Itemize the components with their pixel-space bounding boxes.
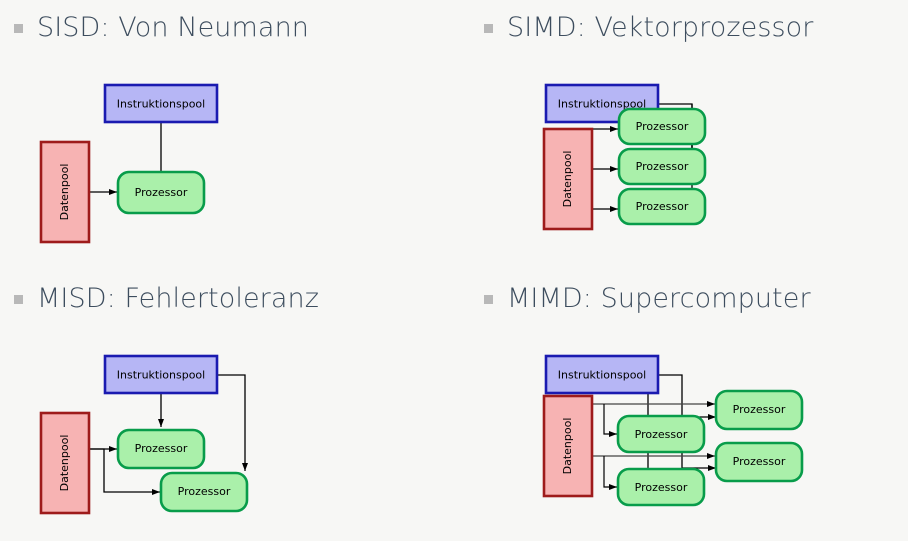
block-processor: Prozessor	[116, 170, 206, 215]
block-instruction-pool: Instruktionspool	[103, 354, 219, 395]
bullet-square-icon	[484, 24, 493, 33]
block-processor-2: Prozessor	[159, 471, 249, 513]
heading-mimd: MIMD: Supercomputer	[484, 285, 811, 312]
heading-simd-label: SIMD: Vektorprozessor	[507, 12, 814, 43]
block-data-pool-label: Datenpool	[561, 418, 574, 475]
block-instruction-pool: Instruktionspool	[544, 354, 660, 395]
heading-simd: SIMD: Vektorprozessor	[484, 14, 814, 41]
block-processor-r2: Prozessor	[714, 441, 804, 483]
block-processor-l1-label: Prozessor	[635, 428, 688, 441]
block-processor-2-label: Prozessor	[636, 160, 689, 173]
diagram-mimd: Instruktionspool Datenpool Prozessor Pro…	[454, 327, 908, 541]
block-processor-r2-label: Prozessor	[733, 455, 786, 468]
block-processor-l1: Prozessor	[616, 414, 706, 454]
block-processor-l2: Prozessor	[616, 467, 706, 507]
diagram-simd: Instruktionspool Datenpool Prozessor Pro…	[454, 56, 908, 270]
heading-sisd: SISD: Von Neumann	[14, 14, 309, 41]
block-data-pool-label: Datenpool	[561, 151, 574, 208]
arrow-data-to-processor-l1	[603, 404, 617, 437]
block-instruction-pool-label: Instruktionspool	[558, 98, 646, 111]
block-processor-1-label: Prozessor	[636, 120, 689, 133]
quadrant-mimd: MIMD: Supercomputer	[454, 271, 908, 541]
block-processor-r1-label: Prozessor	[733, 403, 786, 416]
block-processor-3-label: Prozessor	[636, 200, 689, 213]
block-instruction-pool-label: Instruktionspool	[117, 98, 205, 111]
diagram-misd: Instruktionspool Datenpool Prozessor Pro…	[0, 327, 454, 541]
diagram-sisd: Instruktionspool Datenpool Prozessor	[0, 56, 454, 270]
block-processor-label: Prozessor	[135, 186, 188, 199]
arrow-data-to-processor-2	[90, 448, 160, 495]
block-data-pool: Datenpool	[39, 140, 91, 244]
block-processor-3: Prozessor	[617, 187, 707, 226]
block-data-pool: Datenpool	[542, 127, 594, 231]
block-processor-2: Prozessor	[617, 147, 707, 186]
block-processor-2-label: Prozessor	[178, 485, 231, 498]
block-processor-l2-label: Prozessor	[635, 481, 688, 494]
block-instruction-pool-label: Instruktionspool	[117, 369, 205, 382]
bullet-square-icon	[14, 295, 23, 304]
arrow-instruction-to-processor-2	[217, 374, 248, 471]
quadrant-sisd: SISD: Von Neumann Instruktionspool	[0, 0, 454, 270]
heading-misd: MISD: Fehlertoleranz	[14, 285, 319, 312]
block-data-pool: Datenpool	[39, 411, 91, 515]
heading-sisd-label: SISD: Von Neumann	[37, 12, 309, 43]
block-data-pool: Datenpool	[542, 394, 594, 498]
bullet-square-icon	[14, 24, 23, 33]
block-data-pool-label: Datenpool	[58, 164, 71, 221]
heading-misd-label: MISD: Fehlertoleranz	[37, 283, 320, 314]
quadrant-misd: MISD: Fehlertoleranz Instruktionspool	[0, 271, 454, 541]
block-processor-1: Prozessor	[116, 428, 206, 470]
block-instruction-pool-label: Instruktionspool	[558, 369, 646, 382]
block-processor-1: Prozessor	[617, 107, 707, 146]
bullet-square-icon	[484, 295, 493, 304]
block-instruction-pool: Instruktionspool	[103, 83, 219, 124]
heading-mimd-label: MIMD: Supercomputer	[507, 283, 811, 314]
block-processor-r1: Prozessor	[714, 389, 804, 431]
block-processor-1-label: Prozessor	[135, 442, 188, 455]
quadrant-simd: SIMD: Vektorprozessor Instruktionspool	[454, 0, 908, 270]
block-data-pool-label: Datenpool	[58, 435, 71, 492]
arrow-data-to-processor-l2	[603, 456, 617, 490]
